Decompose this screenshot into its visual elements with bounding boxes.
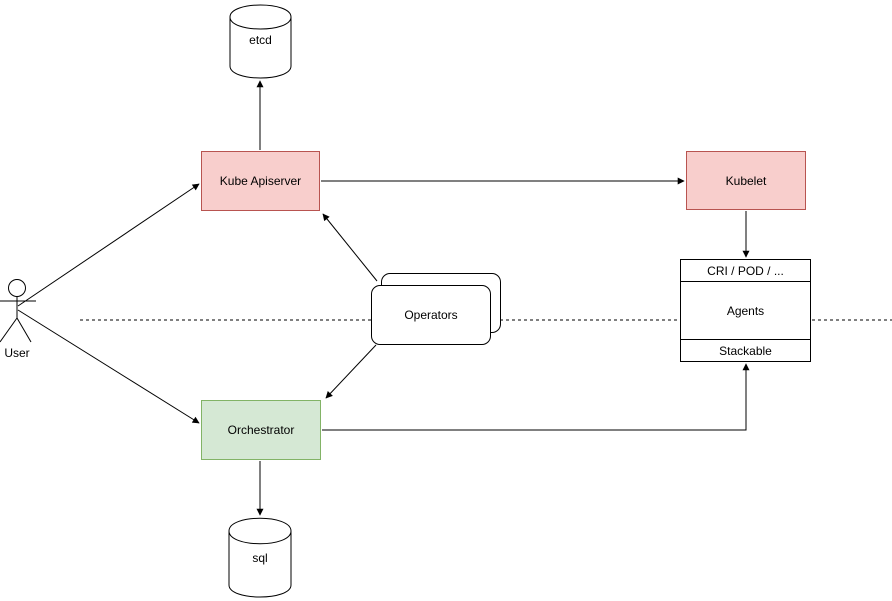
node-agents-header-label: CRI / POD / ... (707, 263, 784, 278)
node-sql-label: sql (252, 551, 268, 565)
user-actor-icon (0, 279, 36, 343)
node-kube-apiserver: Kube Apiserver (201, 151, 320, 211)
node-agents-footer-label: Stackable (719, 343, 772, 358)
edge-orchestrator-to-stackable (322, 363, 750, 431)
etcd-database-icon (229, 4, 292, 79)
node-kube-apiserver-label: Kube Apiserver (219, 174, 302, 188)
node-orchestrator-label: Orchestrator (227, 423, 295, 437)
node-user-label: User (4, 346, 30, 360)
node-agents-label: Agents (726, 303, 765, 318)
node-operators: Operators (371, 285, 491, 345)
node-agents-body: Agents (681, 282, 810, 339)
node-kubelet: Kubelet (686, 151, 806, 210)
sql-database-icon (228, 517, 292, 598)
edge-user-to-orchestrator (17, 309, 200, 424)
node-kubelet-label: Kubelet (725, 173, 767, 188)
edge-user-to-apiserver (17, 183, 200, 307)
node-agents: CRI / POD / ... Agents Stackable (680, 259, 811, 362)
node-operators-label: Operators (404, 308, 458, 322)
node-agents-footer: Stackable (681, 339, 810, 361)
node-agents-header: CRI / POD / ... (681, 260, 810, 282)
edge-operators-to-apiserver (322, 213, 378, 282)
node-etcd-label: etcd (249, 33, 272, 47)
edge-operators-to-orchestrator (325, 344, 377, 399)
node-orchestrator: Orchestrator (201, 400, 321, 460)
